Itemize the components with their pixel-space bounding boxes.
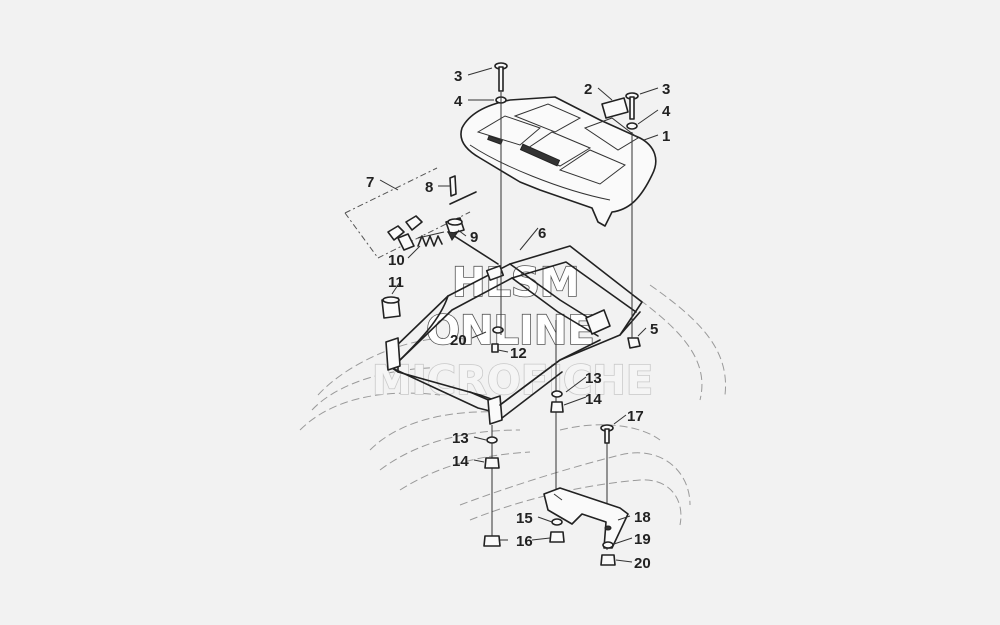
rack-nut (627, 337, 641, 349)
callout-14-left: 14 (452, 453, 469, 470)
callout-14-right: 14 (585, 391, 602, 408)
watermark-line-2: ONLINE (426, 308, 595, 354)
callout-13-right: 13 (585, 370, 602, 387)
latch-assembly (344, 167, 471, 259)
callout-labels: 3 4 2 3 4 1 7 8 9 6 10 11 5 20 12 13 14 … (366, 68, 671, 572)
callout-19: 19 (634, 531, 651, 548)
leader-lines (379, 67, 659, 563)
callout-11: 11 (388, 274, 404, 291)
callout-2: 2 (584, 81, 592, 98)
frame-bolt (491, 343, 499, 353)
latch-knob (445, 217, 465, 235)
callout-13-left: 13 (452, 430, 469, 447)
callout-20-lower: 20 (634, 555, 651, 572)
callout-16: 16 (516, 533, 533, 550)
lower-nut (600, 554, 616, 566)
bracket-washer (551, 518, 563, 526)
mount-bracket (543, 487, 629, 549)
bracket-nut-right (549, 531, 565, 543)
callout-3-top-left: 3 (454, 68, 462, 85)
bumper-cap (381, 296, 401, 319)
bracket-nut-left (483, 535, 501, 547)
callout-8: 8 (425, 179, 433, 196)
callout-6: 6 (538, 225, 546, 242)
rack-frame (385, 245, 643, 425)
watermark: HLSM ONLINE MICROFICHE (371, 259, 654, 405)
rack-top-cover (460, 96, 657, 227)
callout-7: 7 (366, 174, 374, 191)
vehicle-outline (299, 284, 727, 526)
callout-5: 5 (650, 321, 658, 338)
callout-9: 9 (470, 229, 478, 246)
watermark-line-3: MICROFICHE (372, 358, 653, 404)
callout-4-top-left: 4 (454, 93, 463, 110)
lower-washer (602, 541, 614, 549)
latch-spring (417, 231, 445, 247)
latch-arrow (447, 231, 499, 265)
callout-17: 17 (627, 408, 644, 425)
cover-washer-right (626, 122, 638, 130)
callout-3-top-right: 3 (662, 81, 670, 98)
callout-20-upper: 20 (450, 332, 467, 349)
grommet-right (550, 401, 564, 413)
mount-bolt (600, 424, 614, 444)
callout-1: 1 (662, 128, 670, 145)
decal (601, 97, 629, 119)
grommet-left (484, 457, 500, 469)
latch-arrow-head (447, 231, 458, 241)
callout-10: 10 (388, 252, 405, 269)
cover-bolt-left (494, 62, 508, 92)
callout-12: 12 (510, 345, 527, 362)
spacer-right (551, 390, 563, 398)
callout-15: 15 (516, 510, 533, 527)
cover-bolt-right (625, 92, 639, 120)
callout-18: 18 (634, 509, 651, 526)
lock-pin (449, 175, 477, 205)
spacer-left (486, 436, 498, 444)
callout-4-top-right: 4 (662, 103, 671, 120)
